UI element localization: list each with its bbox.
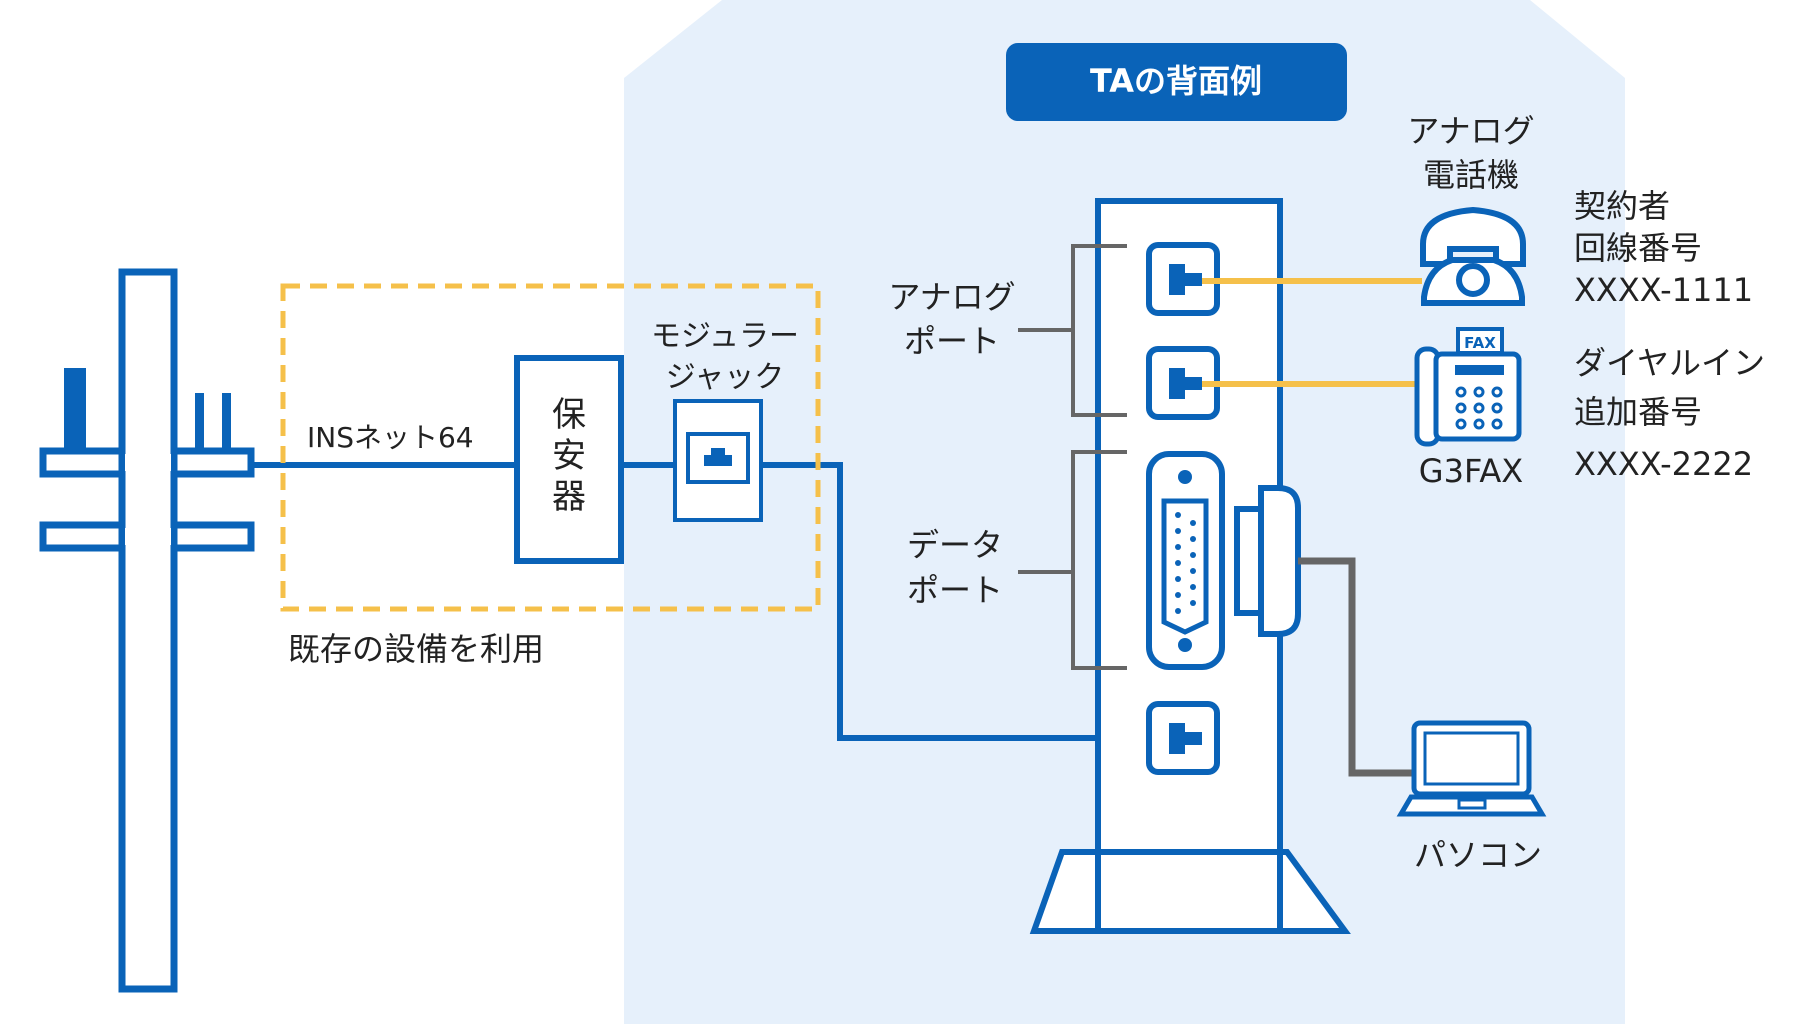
- pc-cable: [1298, 557, 1412, 777]
- dial-in-label-1: ダイヤルイン: [1574, 344, 1765, 382]
- telephone-icon: [1420, 206, 1526, 306]
- ins-net-label: INSネット64: [307, 421, 474, 454]
- isdn-port: [1146, 701, 1220, 775]
- analog-port-1: [1146, 242, 1220, 316]
- contract-label-2: 回線番号: [1574, 229, 1702, 267]
- title-badge: TAの背面例: [1006, 43, 1347, 121]
- analog-port-bracket: [1018, 244, 1127, 417]
- dial-in-label-2: 追加番号: [1574, 393, 1702, 431]
- title-badge-text: TAの背面例: [1090, 62, 1262, 100]
- modular-jack-label-1: モジュラー: [651, 319, 799, 354]
- protector-label-1: 保: [552, 395, 586, 435]
- existing-equipment-label: 既存の設備を利用: [288, 630, 544, 668]
- fax-icon: FAX: [1414, 327, 1522, 447]
- dial-in-number: XXXX-2222: [1574, 445, 1753, 483]
- contract-number: XXXX-1111: [1574, 271, 1753, 309]
- data-port-label-2: ポート: [907, 571, 1003, 609]
- data-port-label-1: データ: [907, 526, 1003, 564]
- analog-phone-label-1: アナログ: [1407, 112, 1534, 150]
- analog-phone-label-2: 電話機: [1423, 156, 1519, 194]
- utility-pole-icon: [39, 268, 255, 993]
- pc-label: パソコン: [1414, 836, 1542, 874]
- protector-label-3: 器: [552, 477, 586, 517]
- modular-jack: [673, 399, 763, 522]
- analog-port-2: [1146, 346, 1220, 420]
- serial-connector: [1234, 485, 1301, 637]
- protector-label-2: 安: [552, 436, 586, 476]
- analog-port-label-1: アナログ: [888, 278, 1015, 316]
- analog-port-label-2: ポート: [904, 322, 1000, 360]
- contract-label-1: 契約者: [1574, 187, 1670, 225]
- data-port-bracket: [1018, 450, 1127, 670]
- serial-port-icon: [1146, 451, 1225, 670]
- protector-box: 保 安 器: [514, 355, 624, 564]
- laptop-icon: [1396, 720, 1547, 817]
- g3fax-label: G3FAX: [1419, 452, 1523, 490]
- existing-equipment-box: [280, 283, 821, 612]
- fax-badge-text: FAX: [1464, 334, 1496, 352]
- ta-device: [1029, 198, 1351, 934]
- ins-line-to-ta: [761, 462, 1145, 741]
- modular-jack-label-2: ジャック: [666, 360, 785, 395]
